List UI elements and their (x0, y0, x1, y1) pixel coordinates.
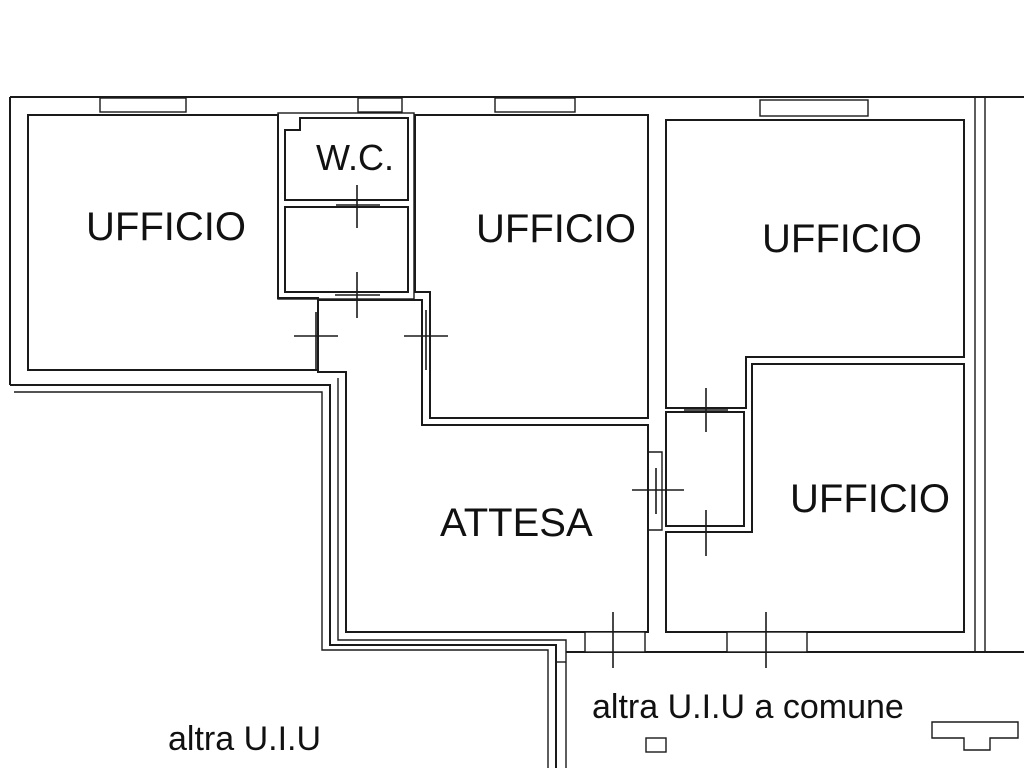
office-2-outline (414, 114, 649, 419)
other-unit-common-label: altra U.I.U a comune (592, 688, 904, 726)
office-2-label: UFFICIO (476, 207, 636, 251)
window (357, 97, 403, 113)
office-4-label: UFFICIO (790, 477, 950, 521)
office-1-label: UFFICIO (86, 205, 246, 249)
passage-outline (665, 411, 745, 527)
waiting-outline (317, 299, 649, 633)
office-3-label: UFFICIO (762, 217, 922, 261)
corridor-wall (337, 378, 567, 768)
office-4-outline (665, 363, 965, 633)
door-mark (684, 510, 728, 556)
window (759, 99, 869, 117)
door-mark (404, 310, 448, 370)
other-unit-label: altra U.I.U (168, 720, 321, 758)
wc-lower-outline (284, 206, 409, 293)
stair-fixture (931, 721, 1019, 751)
waiting-inner-line (648, 451, 663, 531)
door-mark (336, 185, 380, 228)
fixture (645, 737, 667, 753)
window (584, 631, 646, 653)
window (726, 631, 808, 653)
window (494, 97, 576, 113)
waiting-label: ATTESA (440, 501, 593, 545)
windows (99, 97, 869, 117)
door-mark (335, 272, 380, 318)
door-mark (684, 388, 728, 432)
office-3-outline (665, 119, 965, 409)
door-mark (294, 312, 338, 370)
exterior-wall (9, 96, 1024, 652)
doors (294, 185, 767, 668)
wc-outline (284, 117, 409, 201)
other-unit-outline (10, 384, 557, 768)
window (99, 97, 187, 113)
door-mark (632, 468, 684, 514)
other-unit-inner (14, 391, 549, 768)
wc-label: W.C. (316, 137, 394, 178)
